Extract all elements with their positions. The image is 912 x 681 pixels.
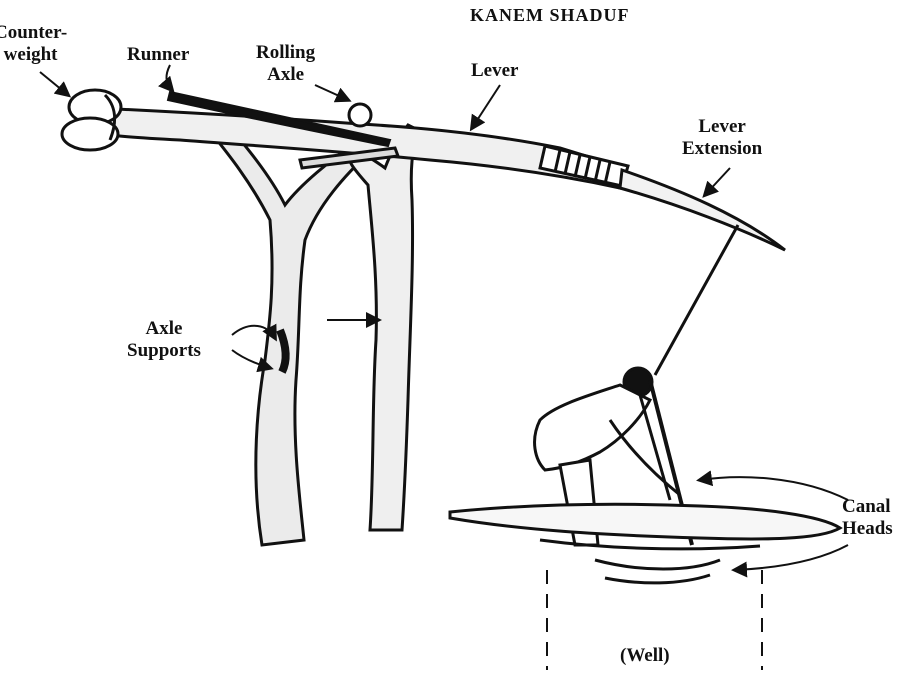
arrow-canal-top <box>696 470 849 501</box>
arrow-lever-extension <box>702 167 731 198</box>
label-axle-supports: Axle Supports <box>127 318 201 361</box>
arrow-lever <box>469 84 501 132</box>
runner-pole <box>166 90 392 148</box>
arrow-counterweight <box>39 71 72 98</box>
label-canal-heads: Canal Heads <box>842 496 893 539</box>
rope <box>653 224 740 376</box>
label-runner: Runner <box>127 44 190 65</box>
lever-extension <box>618 167 786 252</box>
arrow-canal-bottom <box>731 544 849 578</box>
left-axle-support <box>202 116 375 547</box>
label-lever-extension: Lever Extension <box>682 116 763 159</box>
rolling-axle <box>298 102 401 170</box>
arrow-axle-support-left-2 <box>231 349 274 373</box>
lever-beam <box>90 106 627 190</box>
arrow-runner <box>158 64 175 94</box>
counterweight-bundle <box>60 88 123 152</box>
diagram-title: KANEM SHADUF <box>470 5 630 25</box>
label-well: (Well) <box>620 645 670 666</box>
right-axle-support <box>347 123 420 532</box>
label-counterweight: Counter- weight <box>0 22 68 65</box>
label-lever: Lever <box>471 60 519 81</box>
label-arrows <box>39 64 849 578</box>
label-rolling-axle: Rolling Axle <box>256 42 316 85</box>
arrow-axle-support-left <box>231 323 277 342</box>
arrow-rolling-axle <box>314 84 352 103</box>
lever-binding <box>538 144 630 188</box>
canal-and-well <box>448 502 843 670</box>
